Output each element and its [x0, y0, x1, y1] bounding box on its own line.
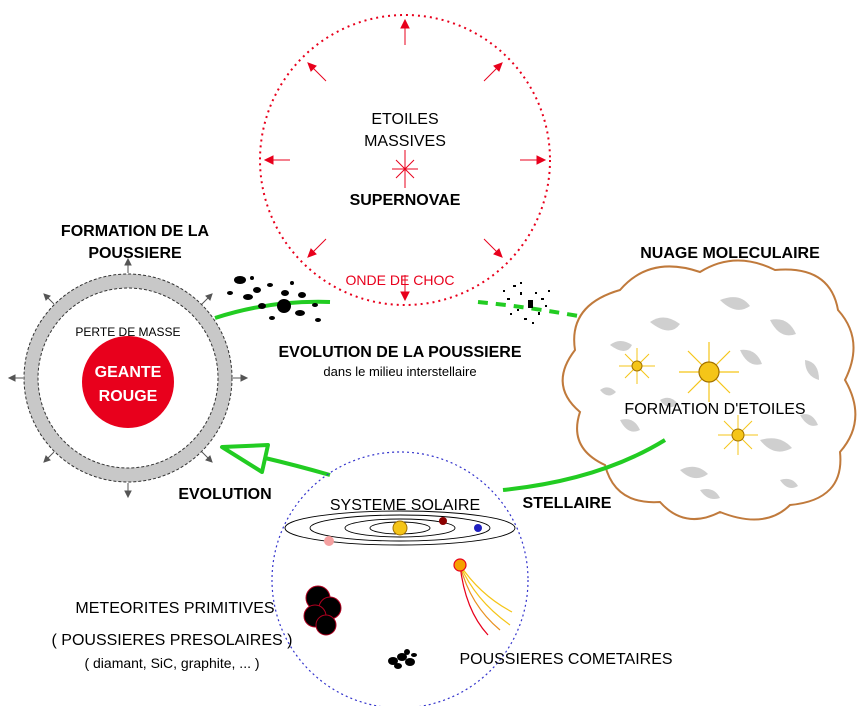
stellar-evolution-path-left — [264, 456, 331, 477]
molecular-cloud-title: NUAGE MOLECULAIRE — [640, 245, 820, 262]
solar-system-circle — [271, 451, 529, 706]
fragmented-grains — [503, 282, 550, 324]
planet-blue-icon — [474, 524, 482, 532]
supernova-label: SUPERNOVAE — [350, 192, 461, 209]
massive-stars-label-2: MASSIVES — [364, 133, 446, 150]
stellar-label: STELLAIRE — [523, 495, 612, 512]
star-formation-label: FORMATION D'ETOILES — [624, 401, 805, 418]
shockwave-label: ONDE DE CHOC — [346, 272, 455, 288]
supernova-circle — [259, 14, 551, 306]
mass-loss-label: PERTE DE MASSE — [75, 325, 180, 339]
solar-system-title: SYSTEME SOLAIRE — [330, 497, 480, 514]
young-star-bottom-icon — [718, 415, 758, 455]
young-star-big-icon — [679, 342, 739, 402]
young-star-left-icon — [619, 348, 655, 384]
explosion-star-icon — [392, 150, 418, 188]
mass-loss-arrows — [7, 257, 249, 499]
presolar-dust-label: ( POUSSIERES PRESOLAIRES ) — [52, 632, 293, 649]
stellar-evolution-path-right — [502, 438, 667, 492]
solar-system-group: SYSTEME SOLAIRE — [52, 451, 673, 706]
comet-dust-icon — [388, 649, 417, 669]
red-giant-label-2: ROUGE — [99, 388, 158, 405]
dust-shell-outer-edge — [23, 273, 233, 483]
dust-formation-heading-1: FORMATION DE LA — [61, 223, 210, 240]
molecular-cloud-group: NUAGE MOLECULAIRE — [561, 245, 857, 521]
primitive-meteorites-label: METEORITES PRIMITIVES — [75, 600, 274, 617]
dust-formation-heading-2: POUSSIERE — [88, 245, 182, 262]
red-giant-label-1: GEANTE — [95, 364, 162, 381]
dust-shell-inner-edge — [37, 287, 219, 469]
stellar-evolution-group: EVOLUTION STELLAIRE — [178, 438, 667, 512]
supernova-group: ETOILES MASSIVES SUPERNOVAE ONDE DE CHOC — [259, 14, 551, 306]
dust-path-solid — [214, 299, 331, 320]
red-giant-group: FORMATION DE LA POUSSIERE PERTE DE MASSE… — [7, 223, 249, 499]
dust-grains-cluster — [227, 276, 321, 322]
dust-evolution-subtitle: dans le milieu interstellaire — [323, 364, 476, 379]
dust-shell-ring — [24, 274, 232, 482]
shockwave-arrows — [263, 18, 547, 302]
red-giant-star — [82, 336, 174, 428]
stellar-evolution-arrowhead — [220, 443, 270, 474]
evolution-label: EVOLUTION — [178, 486, 271, 503]
comet-dust-label: POUSSIERES COMETAIRES — [459, 651, 672, 668]
massive-stars-label-1: ETOILES — [371, 111, 438, 128]
planet-dark-red-icon — [439, 517, 447, 525]
presolar-examples-label: ( diamant, SiC, graphite, ... ) — [84, 655, 259, 671]
sun-icon — [392, 520, 408, 536]
cloud-filaments — [600, 297, 819, 499]
planet-pink-icon — [324, 536, 334, 546]
planet-orbits — [284, 510, 516, 546]
meteorite-icon — [303, 585, 342, 636]
comet-icon — [453, 558, 513, 636]
dust-evolution-title: EVOLUTION DE LA POUSSIERE — [279, 344, 522, 361]
